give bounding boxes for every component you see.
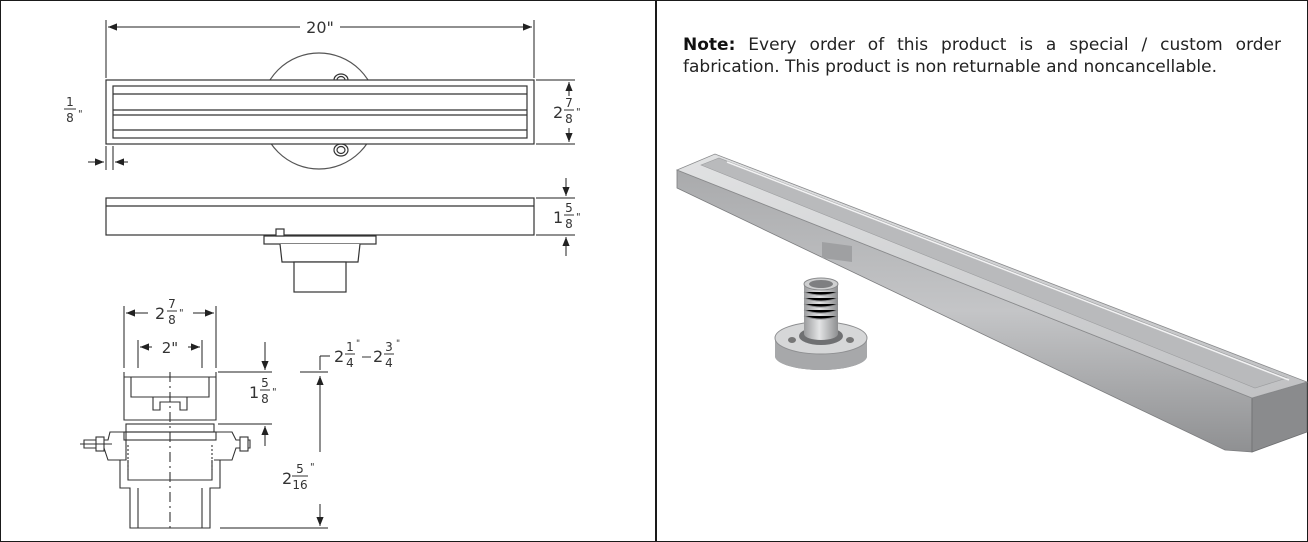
body-height-dimension	[218, 342, 272, 446]
side-flange	[263, 235, 377, 245]
outlet-inner-label: 2"	[162, 339, 178, 357]
svg-text:2: 2	[373, 347, 383, 366]
svg-text:7: 7	[168, 297, 176, 311]
product-panel: Note: Every order of this product is a s…	[657, 0, 1308, 542]
svg-text:8: 8	[66, 111, 74, 125]
svg-text:4: 4	[346, 356, 354, 370]
svg-text:2: 2	[282, 469, 292, 488]
channel-outline	[105, 79, 535, 145]
svg-text:": "	[576, 212, 581, 223]
outlet-depth-label: 2 5 16 "	[282, 462, 315, 492]
side-view	[105, 197, 535, 293]
svg-text:16: 16	[292, 478, 307, 492]
top-view	[105, 52, 535, 170]
channel-drain-photo	[675, 153, 1308, 453]
svg-text:": "	[356, 339, 360, 349]
height-label: 1 5 8 "	[553, 201, 581, 231]
length-label: 20"	[306, 18, 334, 37]
svg-text:8: 8	[168, 313, 176, 327]
svg-text:5: 5	[261, 376, 269, 390]
svg-text:2: 2	[334, 347, 344, 366]
product-photo	[675, 153, 1308, 453]
side-outlet	[293, 261, 347, 293]
svg-text:8: 8	[565, 217, 573, 231]
svg-text:": "	[310, 462, 315, 473]
note-text: Every order of this product is a special…	[683, 35, 1281, 77]
svg-text:1: 1	[66, 95, 74, 109]
outlet-outer-label: 2 7 8 "	[155, 297, 184, 327]
svg-text:": "	[576, 107, 581, 118]
width-dimension	[536, 79, 575, 145]
svg-text:": "	[272, 387, 277, 398]
svg-text:": "	[179, 308, 184, 319]
svg-text:5: 5	[296, 462, 304, 476]
svg-text:": "	[78, 109, 83, 120]
outlet-inner-dimension	[137, 340, 203, 368]
side-clamp	[275, 228, 285, 237]
svg-text:1: 1	[553, 208, 563, 227]
flange-dimension	[88, 146, 128, 170]
order-note: Note: Every order of this product is a s…	[683, 34, 1281, 78]
section-view	[80, 372, 251, 530]
svg-text:2: 2	[553, 103, 563, 122]
height-dimension	[536, 178, 575, 256]
channel-side	[105, 197, 535, 236]
svg-text:1: 1	[249, 383, 259, 402]
technical-drawing: 20" 1 8 " 2 7 8 "	[64, 18, 581, 530]
svg-text:1: 1	[346, 340, 354, 354]
svg-text:": "	[396, 339, 400, 349]
svg-text:3: 3	[385, 340, 393, 354]
width-label: 2 7 8 "	[553, 96, 581, 126]
body-height-label: 1 5 8 "	[249, 376, 277, 406]
flange-label: 1 8 "	[64, 95, 83, 125]
length-dimension	[105, 20, 535, 78]
panel-divider	[655, 0, 657, 542]
svg-text:8: 8	[261, 392, 269, 406]
svg-text:7: 7	[565, 96, 573, 110]
note-label: Note:	[683, 35, 736, 55]
svg-text:5: 5	[565, 201, 573, 215]
svg-text:2: 2	[155, 304, 165, 323]
outlet-outer-dimension	[123, 306, 217, 368]
svg-text:4: 4	[385, 356, 393, 370]
adjust-range-dimension	[220, 355, 330, 529]
adjust-range-label: 2 1 4 " 2 3 4 "	[334, 339, 400, 370]
svg-text:8: 8	[565, 112, 573, 126]
drain-body-photo	[774, 277, 868, 370]
